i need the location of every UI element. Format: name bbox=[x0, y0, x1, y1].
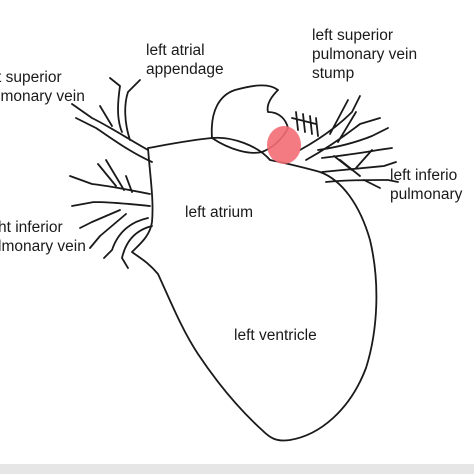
left-inferior-pulmonary-vein bbox=[321, 149, 399, 189]
left-superior-pulmonary-vein bbox=[299, 95, 393, 177]
label-lspv-line1: left superior bbox=[312, 27, 393, 44]
label-ripv-line1: ht inferior bbox=[0, 219, 63, 236]
label-lipv-line2: pulmonary bbox=[390, 186, 463, 203]
label-right-superior-pv: t superior lmonary vein bbox=[0, 68, 85, 106]
label-lspv-line2: pulmonary vein bbox=[312, 46, 418, 63]
right-superior-pulmonary-vein bbox=[71, 77, 153, 163]
label-left-atrium: left atrium bbox=[185, 204, 254, 221]
label-left-superior-pv-stump: left superior pulmonary vein stump bbox=[312, 26, 417, 83]
right-inferior-pulmonary-vein bbox=[69, 159, 153, 269]
stump-sutures bbox=[291, 111, 319, 137]
label-left-ventricle: left ventricle bbox=[234, 327, 317, 344]
label-lspv-line3: stump bbox=[312, 65, 355, 82]
label-ripv-line2: lmonary vein bbox=[0, 238, 86, 255]
footer-bar bbox=[0, 464, 474, 474]
heart-outline bbox=[131, 136, 378, 442]
label-laa-line2: appendage bbox=[146, 61, 224, 78]
left-atrial-appendage-shape bbox=[210, 84, 289, 154]
label-left-atrial-appendage: left atrial appendage bbox=[146, 41, 224, 79]
label-right-inferior-pv: ht inferior lmonary vein bbox=[0, 218, 86, 256]
label-rspv-line2: lmonary vein bbox=[0, 88, 85, 105]
label-rspv-line1: t superior bbox=[0, 69, 62, 86]
stump-highlight bbox=[267, 126, 301, 164]
label-laa-line1: left atrial bbox=[146, 42, 205, 59]
label-lipv-line1: left inferio bbox=[390, 167, 458, 184]
label-left-inferior-pv: left inferio pulmonary bbox=[390, 166, 462, 204]
